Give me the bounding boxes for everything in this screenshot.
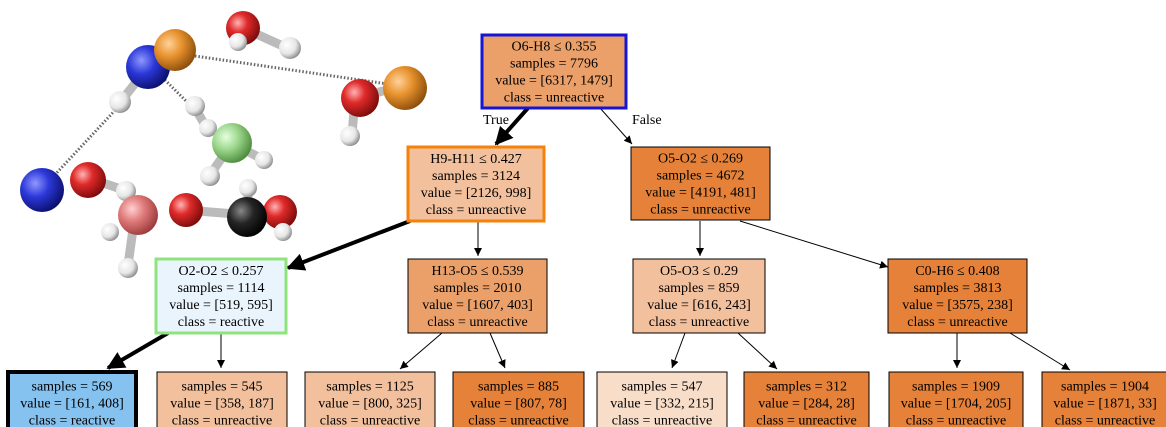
node-line-2: class = unreactive (468, 414, 568, 427)
edge-rl-leaf5 (671, 332, 686, 369)
node-line-1: value = [284, 28] (758, 397, 855, 412)
tree-leaf-6: samples = 312 value = [284, 28] class = un… (743, 371, 870, 427)
node-line-3: class = unreactive (504, 91, 604, 106)
tree-node-right-right: C0-H6 ≤ 0.408 samples = 3813 value = [3575… (887, 258, 1028, 334)
tree-leaf-4: samples = 885 value = [807, 78] class = un… (452, 371, 585, 427)
tree-node-right-left: O5-O3 ≤ 0.29 samples = 859 value = [616, 2… (632, 258, 766, 334)
node-line-0: samples = 312 (766, 380, 847, 395)
tree-edges (106, 106, 1071, 371)
node-line-1: samples = 859 (659, 281, 740, 296)
node-line-0: H13-O5 ≤ 0.539 (431, 264, 523, 279)
node-box (6, 370, 138, 427)
node-line-0: samples = 547 (622, 380, 703, 395)
node-line-2: class = unreactive (172, 414, 272, 427)
tree-leaf-8: samples = 1904 value = [1871, 33] class = … (1041, 371, 1166, 427)
edge-root-left (494, 106, 530, 146)
node-line-2: value = [4191, 481] (645, 186, 756, 201)
tree-node-right: O5-O2 ≤ 0.269 samples = 4672 value = [4191… (630, 146, 771, 221)
node-box (888, 371, 1024, 427)
node-line-2: class = unreactive (756, 414, 856, 427)
node-line-0: O5-O2 ≤ 0.269 (658, 152, 743, 167)
edge-left-ll (286, 219, 411, 271)
node-line-2: value = [519, 595] (169, 298, 273, 313)
node-line-3: class = unreactive (649, 315, 749, 330)
edge-root-right (599, 107, 633, 145)
node-line-1: value = [1704, 205] (901, 397, 1012, 412)
node-line-1: value = [1871, 33] (1053, 397, 1157, 412)
edge-lr-leaf3 (399, 332, 443, 370)
node-line-0: H9-H11 ≤ 0.427 (430, 152, 522, 167)
node-box (406, 145, 546, 223)
node-line-2: class = unreactive (320, 414, 420, 427)
node-line-0: O6-H8 ≤ 0.355 (511, 40, 596, 55)
tree-leaf-5: samples = 547 value = [332, 215] class = u… (596, 371, 728, 427)
node-line-2: class = unreactive (1055, 414, 1155, 427)
node-line-0: samples = 545 (182, 380, 263, 395)
node-line-1: value = [332, 215] (610, 397, 714, 412)
node-line-3: class = reactive (178, 315, 264, 330)
node-box (452, 371, 585, 427)
node-line-1: value = [800, 325] (318, 397, 422, 412)
node-line-2: value = [2126, 998] (421, 186, 532, 201)
node-box (1041, 371, 1166, 427)
node-box (630, 146, 771, 221)
tree-node-root: O6-H8 ≤ 0.355 samples = 7796 value = [6317… (480, 33, 628, 110)
node-line-2: value = [616, 243] (647, 298, 751, 313)
node-line-0: samples = 885 (478, 380, 559, 395)
node-line-2: value = [3575, 238] (902, 298, 1013, 313)
node-line-2: class = unreactive (906, 414, 1006, 427)
node-line-1: samples = 1114 (178, 281, 265, 296)
node-line-0: C0-H6 ≤ 0.408 (915, 264, 999, 279)
edge-label-true: True (483, 113, 509, 128)
node-line-1: samples = 2010 (434, 281, 522, 296)
edge-lr-leaf4 (489, 332, 506, 369)
node-box (596, 371, 728, 427)
node-box (887, 258, 1028, 334)
node-line-1: samples = 4672 (657, 169, 745, 184)
tree-leaf-7: samples = 1909 value = [1704, 205] class =… (888, 371, 1024, 427)
tree-node-left-left: O2-O2 ≤ 0.257 samples = 1114 value = [519,… (154, 257, 288, 335)
molecule-illustration (20, 11, 427, 278)
node-line-3: class = unreactive (426, 203, 526, 218)
node-line-2: class = reactive (29, 414, 115, 427)
node-box (154, 257, 288, 335)
node-line-0: samples = 1904 (1061, 380, 1149, 395)
edge-right-rr (739, 220, 889, 269)
node-line-2: value = [6317, 1479] (495, 74, 613, 89)
edge-ll-leaf1 (106, 331, 170, 370)
node-line-0: samples = 569 (32, 380, 113, 395)
edge-rr-leaf8 (1009, 332, 1071, 371)
node-box (407, 258, 548, 334)
node-box (743, 371, 870, 427)
node-line-1: samples = 3813 (914, 281, 1002, 296)
node-line-3: class = unreactive (907, 315, 1007, 330)
tree-node-left: H9-H11 ≤ 0.427 samples = 3124 value = [212… (406, 145, 546, 223)
tree-leaf-3: samples = 1125 value = [800, 325] class = … (304, 371, 436, 427)
node-line-1: value = [358, 187] (170, 397, 274, 412)
node-line-0: O5-O3 ≤ 0.29 (660, 264, 738, 279)
node-line-0: O2-O2 ≤ 0.257 (178, 264, 263, 279)
edge-label-false: False (632, 113, 662, 128)
node-line-3: class = unreactive (427, 315, 527, 330)
node-line-3: class = unreactive (650, 203, 750, 218)
node-line-2: value = [1607, 403] (422, 298, 533, 313)
tree-leaf-1: samples = 569 value = [161, 408] class = r… (6, 370, 138, 427)
node-box (156, 371, 288, 427)
node-line-1: samples = 3124 (432, 169, 520, 184)
node-box (304, 371, 436, 427)
node-box (480, 33, 628, 110)
node-line-1: value = [807, 78] (470, 397, 567, 412)
node-box (632, 258, 766, 334)
node-line-0: samples = 1909 (912, 380, 1000, 395)
node-line-1: samples = 7796 (510, 57, 598, 72)
tree-leaf-2: samples = 545 value = [358, 187] class = u… (156, 371, 288, 427)
node-line-1: value = [161, 408] (20, 397, 124, 412)
tree-node-left-right: H13-O5 ≤ 0.539 samples = 2010 value = [160… (407, 258, 548, 334)
node-line-0: samples = 1125 (326, 380, 413, 395)
edge-rl-leaf6 (737, 332, 778, 370)
node-line-2: class = unreactive (612, 414, 712, 427)
